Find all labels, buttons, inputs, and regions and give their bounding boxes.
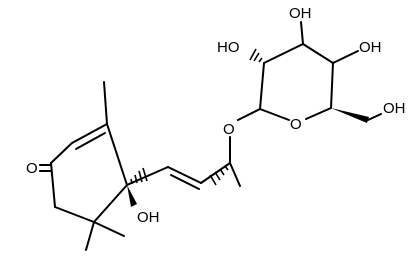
- bond-c2-c3: [71, 123, 108, 144]
- bond-c2-c3-double: [75, 132, 106, 150]
- bond-c3-methyl: [103, 81, 108, 125]
- bond-c6p-oh: [367, 113, 382, 121]
- bond-c2p-c3p: [263, 43, 304, 64]
- atom-label-glycosidic-o: O: [223, 121, 235, 138]
- bond-c3p-oh: [300, 21, 304, 45]
- bond-c5-c4: [93, 184, 128, 223]
- hash-bond-c9-c8: [209, 165, 229, 186]
- bond-oring-c1p: [259, 108, 290, 121]
- bond-c6-c5: [54, 206, 95, 223]
- atom-label-ketone-o: O: [26, 160, 38, 177]
- bond-c7-c8: [167, 166, 202, 184]
- atom-label-ring-hydroxyl: OH: [137, 209, 160, 226]
- hash-bond-c2p-oh: [249, 48, 263, 63]
- bond-c3p-c4p: [302, 43, 334, 64]
- bond-c1-c6: [50, 162, 56, 208]
- hash-bond-c4-c7: [130, 167, 148, 185]
- wedge-bond-c5p-c6p: [331, 108, 369, 123]
- bond-c4-c7: [126, 166, 169, 186]
- atom-label-ring-o: O: [290, 116, 302, 133]
- bond-c9-methyl: [229, 162, 241, 187]
- bond-o-anomeric: [237, 108, 261, 121]
- bond-c7-c8-double: [170, 174, 200, 190]
- bond-c4p-oh: [332, 50, 359, 64]
- bond-c4-c3: [106, 123, 128, 186]
- atom-label-sugar-oh-2: HO: [217, 39, 240, 56]
- bond-c4p-c5p: [330, 62, 334, 109]
- bond-c5p-oring: [305, 107, 332, 120]
- atom-label-ch2-oh: OH: [383, 100, 406, 117]
- bond-c2-c1: [50, 142, 73, 164]
- bond-c5-methyl-2: [93, 221, 125, 237]
- bond-c1p-c2p: [259, 62, 265, 110]
- wedge-bond-c4-oh: [127, 185, 137, 207]
- atom-label-sugar-oh-4: OH: [359, 39, 382, 56]
- bond-c5-methyl-1: [85, 221, 95, 251]
- atom-label-sugar-oh-3: OH: [289, 5, 312, 22]
